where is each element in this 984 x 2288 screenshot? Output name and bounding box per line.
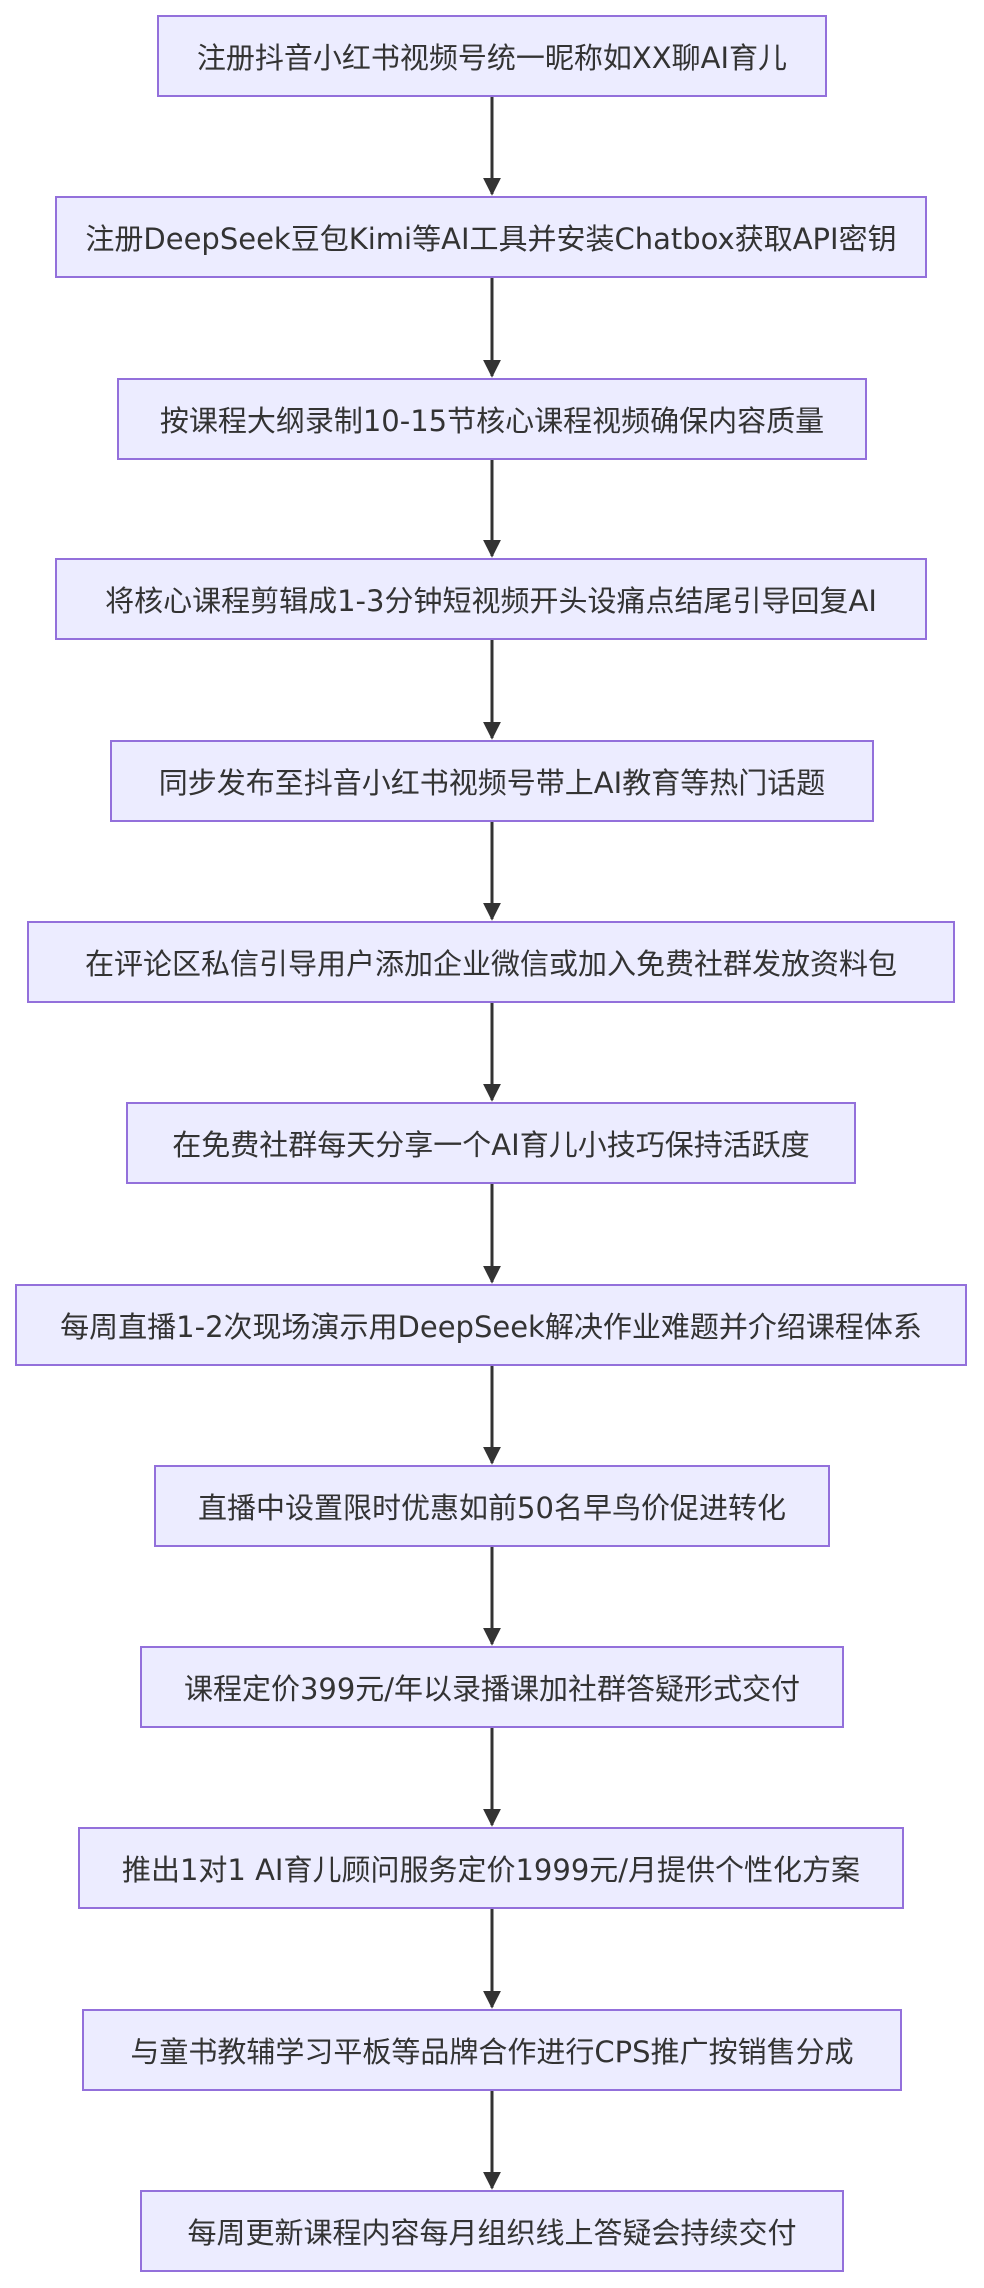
step-node-11: 推出1对1 AI育儿顾问服务定价1999元/月提供个性化方案 bbox=[78, 1827, 904, 1909]
step-node-4: 将核心课程剪辑成1-3分钟短视频开头设痛点结尾引导回复AI bbox=[55, 558, 927, 640]
step-node-13: 每周更新课程内容每月组织线上答疑会持续交付 bbox=[140, 2190, 844, 2272]
step-node-7: 在免费社群每天分享一个AI育儿小技巧保持活跃度 bbox=[126, 1102, 856, 1184]
step-node-9: 直播中设置限时优惠如前50名早鸟价促进转化 bbox=[154, 1465, 830, 1547]
step-node-2: 注册DeepSeek豆包Kimi等AI工具并安装Chatbox获取API密钥 bbox=[55, 196, 927, 278]
step-node-1: 注册抖音小红书视频号统一昵称如XX聊AI育儿 bbox=[157, 15, 827, 97]
step-node-3: 按课程大纲录制10-15节核心课程视频确保内容质量 bbox=[117, 378, 867, 460]
step-node-12: 与童书教辅学习平板等品牌合作进行CPS推广按销售分成 bbox=[82, 2009, 902, 2091]
step-node-10: 课程定价399元/年以录播课加社群答疑形式交付 bbox=[140, 1646, 844, 1728]
step-node-8: 每周直播1-2次现场演示用DeepSeek解决作业难题并介绍课程体系 bbox=[15, 1284, 967, 1366]
step-node-6: 在评论区私信引导用户添加企业微信或加入免费社群发放资料包 bbox=[27, 921, 955, 1003]
step-node-5: 同步发布至抖音小红书视频号带上AI教育等热门话题 bbox=[110, 740, 874, 822]
